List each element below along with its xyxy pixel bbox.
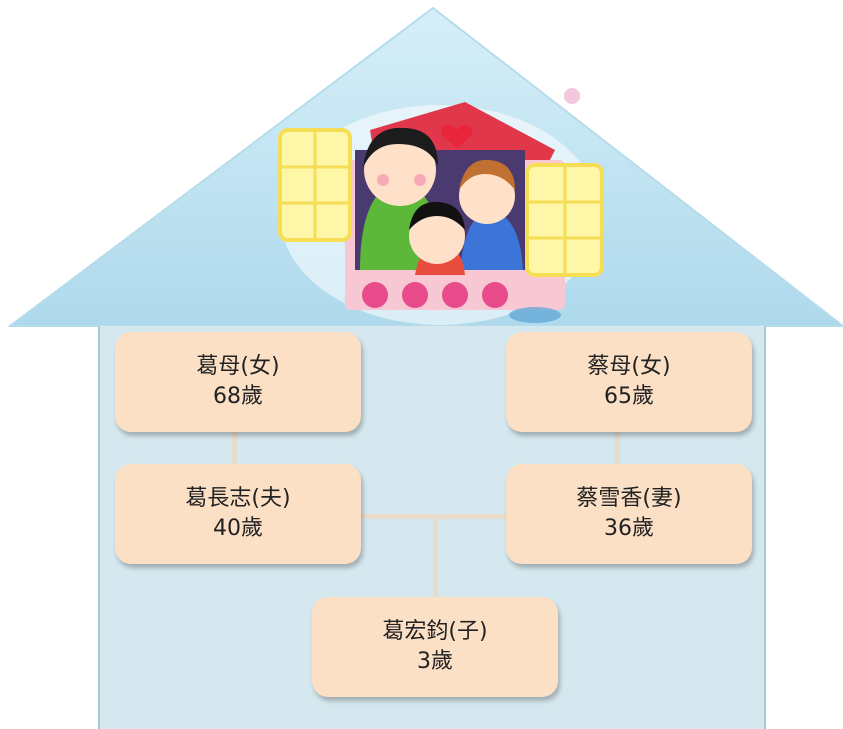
family-in-window-icon xyxy=(278,102,604,325)
node-name: 葛長志(夫) xyxy=(185,486,291,511)
node-ge-mother: 葛母(女) 68歲 xyxy=(115,332,361,432)
node-ge-son: 葛宏鈞(子) 3歲 xyxy=(312,597,558,697)
node-age: 36歲 xyxy=(604,516,654,541)
node-age: 3歲 xyxy=(417,649,453,674)
node-name: 蔡雪香(妻) xyxy=(576,486,682,511)
node-name: 葛宏鈞(子) xyxy=(382,619,488,644)
node-ge-husband: 葛長志(夫) 40歲 xyxy=(115,464,361,564)
node-cai-mother: 蔡母(女) 65歲 xyxy=(506,332,752,432)
node-age: 68歲 xyxy=(213,384,263,409)
node-age: 65歲 xyxy=(604,384,654,409)
connector-ge-mother-to-ge-husband xyxy=(232,430,237,466)
connector-to-son xyxy=(433,516,438,599)
node-name: 蔡母(女) xyxy=(587,354,671,379)
connector-cai-mother-to-cai-wife xyxy=(615,430,620,466)
node-name: 葛母(女) xyxy=(196,354,280,379)
node-age: 40歲 xyxy=(213,516,263,541)
node-cai-wife: 蔡雪香(妻) 36歲 xyxy=(506,464,752,564)
